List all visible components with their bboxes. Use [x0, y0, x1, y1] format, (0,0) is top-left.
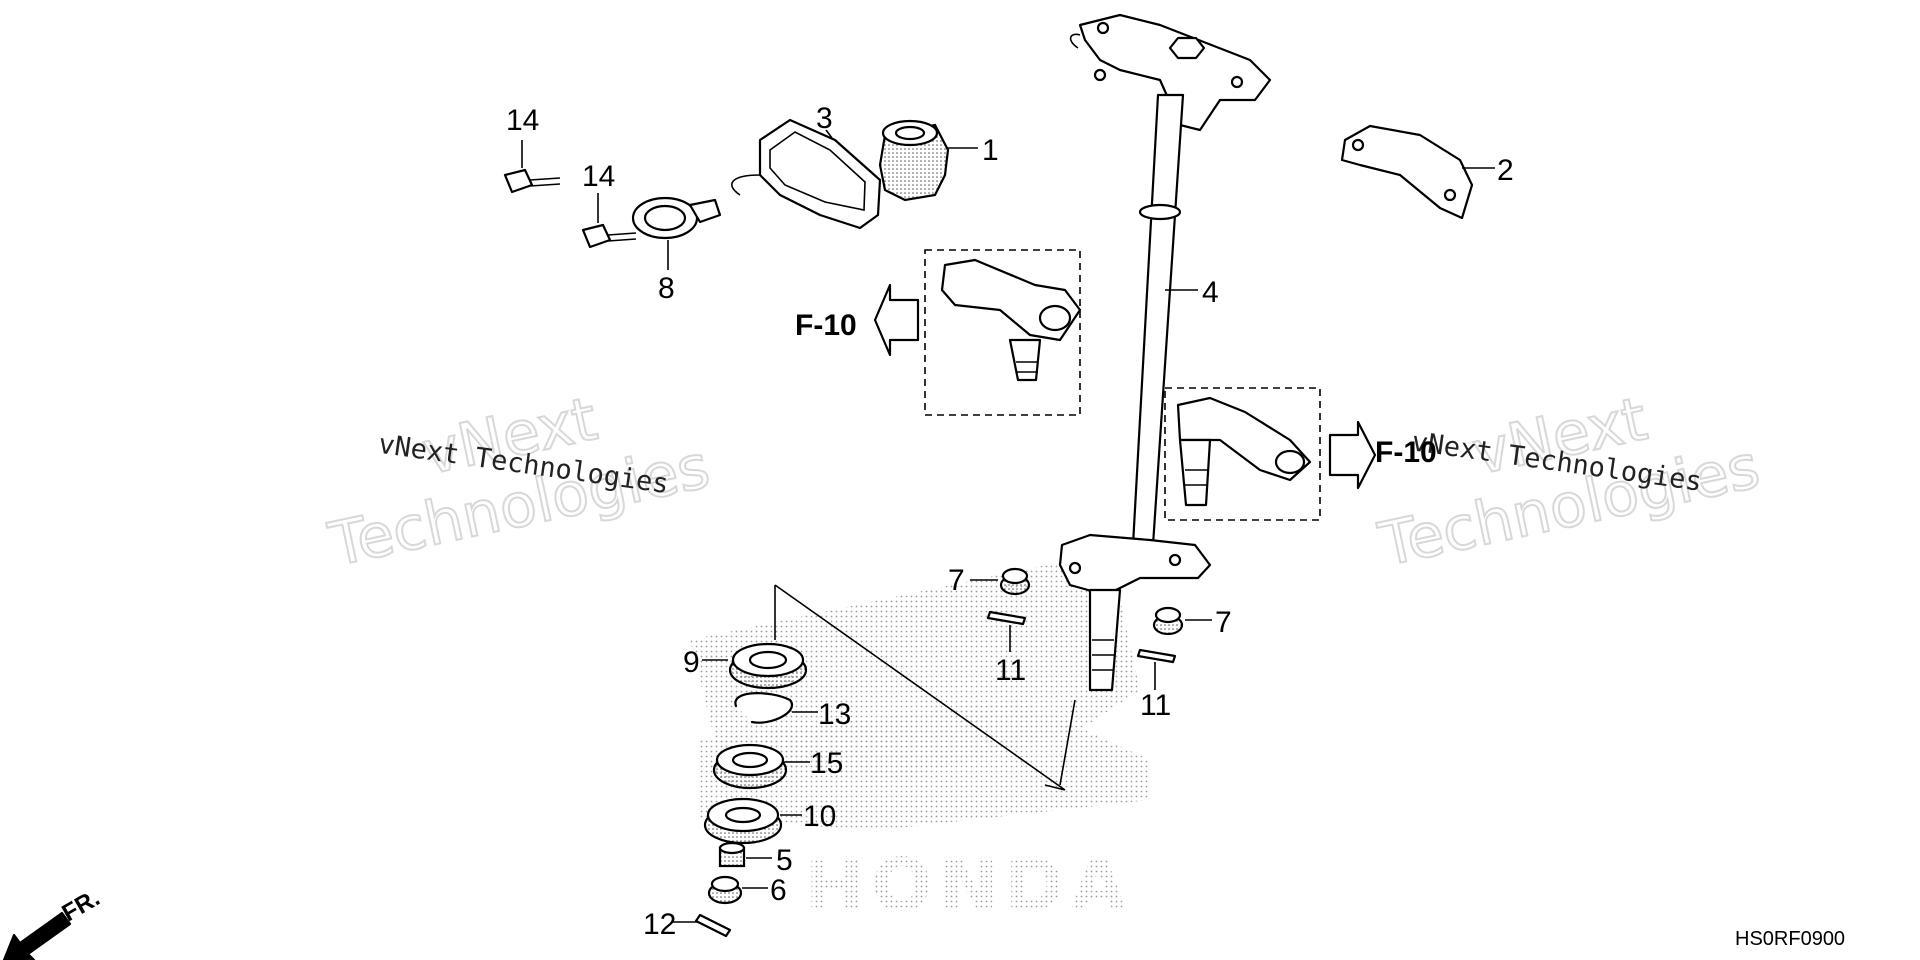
part-13-circlip — [734, 692, 794, 724]
part-8-clamp — [631, 196, 722, 240]
callout-6: 6 — [770, 874, 787, 907]
part-1-boot — [878, 119, 950, 202]
part-11-pin-b — [1136, 648, 1177, 664]
callout-14b: 14 — [582, 160, 615, 193]
honda-wing-watermark — [690, 560, 1150, 830]
tie-rod-box-left — [924, 249, 1081, 416]
callout-12: 12 — [643, 908, 676, 941]
tie-rod-end-left — [940, 258, 1082, 382]
callout-7a: 7 — [948, 564, 965, 597]
callout-9: 9 — [683, 646, 700, 679]
tie-rod-box-right — [1164, 387, 1321, 521]
watermark-right: vNext Technologies — [1372, 383, 1767, 581]
brand-watermark-text: HONDA — [805, 843, 1132, 927]
reference-left[interactable]: F-10 — [795, 309, 857, 342]
part-14-bolt-a — [503, 168, 561, 194]
part-3-plate — [731, 118, 882, 230]
part-12-pin — [694, 913, 732, 938]
lower-bracket — [1058, 533, 1212, 598]
callout-3: 3 — [816, 102, 833, 135]
callout-8: 8 — [658, 272, 675, 305]
reference-right[interactable]: F-10 — [1375, 436, 1437, 469]
callout-15: 15 — [810, 747, 843, 780]
callout-5: 5 — [776, 844, 793, 877]
callout-11b: 11 — [1140, 689, 1171, 722]
callout-2: 2 — [1497, 154, 1514, 187]
part-9-seal — [728, 642, 808, 690]
part-10-seal — [703, 797, 783, 845]
part-5-collar — [718, 841, 746, 868]
arrow-right — [1328, 420, 1377, 490]
hex-nut — [1168, 36, 1206, 60]
part-2-cover — [1340, 124, 1474, 220]
callout-7b: 7 — [1215, 606, 1232, 639]
callout-4: 4 — [1202, 276, 1219, 309]
part-7-nut-a — [999, 567, 1031, 596]
callout-11a: 11 — [995, 654, 1026, 687]
callout-1: 1 — [982, 134, 999, 167]
tie-rod-end-right — [1176, 396, 1312, 507]
part-11-pin-a — [986, 610, 1027, 626]
assembly-leader — [774, 584, 1076, 791]
callout-14a: 14 — [506, 104, 539, 137]
callout-10: 10 — [803, 800, 836, 833]
steering-shaft — [1058, 13, 1272, 692]
diagram-code: HS0RF0900 — [1735, 928, 1845, 950]
part-7-nut-b — [1152, 606, 1184, 636]
front-direction-arrow: FR. — [2, 884, 104, 960]
part-15-bearing — [712, 743, 788, 790]
shaft-column — [1131, 93, 1185, 547]
arrow-left — [873, 283, 920, 357]
callout-13: 13 — [818, 698, 851, 731]
top-bracket — [1078, 13, 1272, 132]
part-14-bolt-b — [581, 223, 637, 249]
part-6-nut — [707, 875, 743, 905]
